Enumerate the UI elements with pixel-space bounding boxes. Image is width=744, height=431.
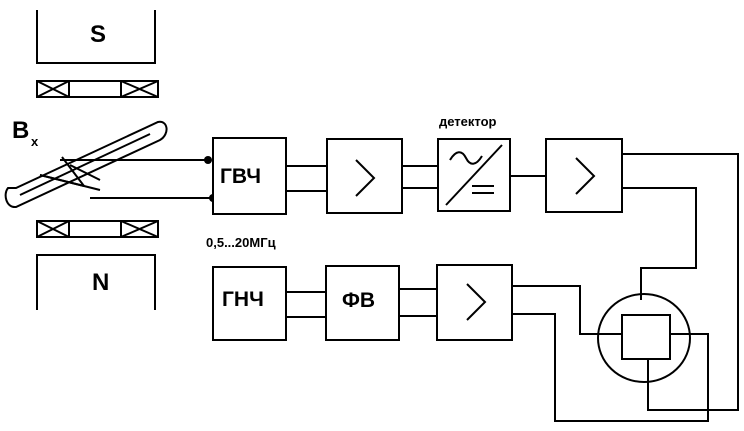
hf-generator-block: ГВЧ (212, 137, 287, 215)
lf-generator-block: ГНЧ (212, 266, 287, 341)
amplifier-symbol (466, 283, 487, 321)
detector-block (437, 138, 511, 212)
phase-shifter-block: ФВ (325, 265, 400, 341)
amplifier-1-block (326, 138, 403, 214)
field-symbol: B (12, 117, 29, 144)
amplifier-symbol (355, 159, 376, 197)
magnet: S N (36, 10, 159, 310)
n-pole-shape (36, 254, 156, 310)
amplifier-2-block (545, 138, 623, 213)
amplifier-3-block (436, 264, 513, 341)
amplifier-symbol (575, 157, 596, 195)
oscilloscope-screen (597, 293, 691, 383)
hf-generator-label: ГВЧ (220, 165, 261, 188)
detector-tilde (449, 151, 483, 165)
lower-coil (36, 220, 159, 238)
s-pole-shape (36, 10, 156, 64)
oscilloscope-plates (621, 314, 671, 360)
sample-tube (4, 120, 168, 208)
phase-shifter-label: ФВ (342, 289, 375, 312)
lf-generator-label: ГНЧ (222, 288, 264, 311)
upper-coil (36, 80, 159, 98)
detector-diagonal (445, 144, 503, 206)
coil-leads (60, 156, 217, 202)
detector-label: детектор (439, 114, 497, 129)
oscilloscope (597, 293, 691, 383)
s-pole-label: S (90, 21, 106, 48)
field-label: B x (12, 117, 39, 149)
n-pole-label: N (92, 269, 109, 296)
field-subscript: x (31, 134, 39, 149)
terminal-dot (204, 156, 212, 164)
rf-coil (39, 156, 101, 191)
frequency-range-label: 0,5...20МГц (206, 235, 276, 250)
